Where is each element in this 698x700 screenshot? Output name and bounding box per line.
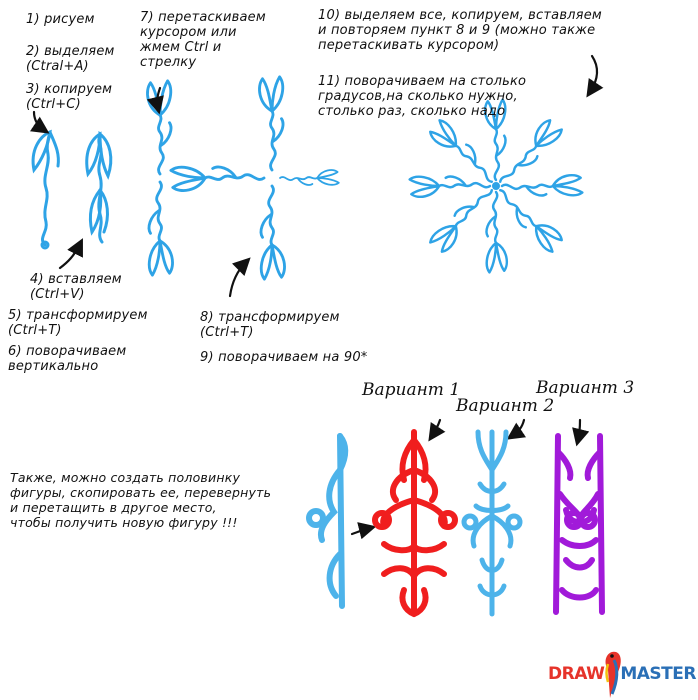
variant-1-label: Вариант 1	[362, 380, 461, 400]
half-figure	[306, 433, 349, 609]
arrow-bottom-note	[350, 522, 377, 540]
step-2-text: 2) выделяем (Ctral+A)	[26, 44, 115, 74]
step-7-text: 7) перетаскиваем курсором или жмем Ctrl …	[140, 10, 266, 70]
snowflake-figure	[408, 98, 584, 274]
mirrored-figure	[85, 130, 113, 244]
arrows	[29, 54, 604, 540]
step-5-text: 5) трансформируем (Ctrl+T)	[8, 308, 148, 338]
step-3-text: 3) копируем (Ctrl+C)	[26, 82, 113, 112]
variant-2-figure	[461, 429, 523, 617]
arrow-step10	[586, 54, 604, 98]
step-6-text: 6) поворачиваем вертикально	[8, 344, 127, 374]
arrow-variant2	[506, 418, 527, 440]
step-1-text: 1) рисуем	[26, 12, 95, 27]
variant-3-label: Вариант 3	[536, 378, 635, 398]
step-10-text: 10) выделяем все, копируем, вставляем и …	[318, 8, 602, 53]
step-8-text: 8) трансформируем (Ctrl+T)	[200, 310, 340, 340]
arrow-variant3	[572, 418, 590, 447]
step-9-text: 9) поворачиваем на 90*	[200, 350, 368, 365]
brand-part-1: DRAW	[548, 664, 605, 684]
arrow-step7	[146, 86, 164, 115]
bottom-note-text: Также, можно создать половинку фигуры, с…	[10, 470, 272, 530]
brand-logo: DRAW MASTER.RU	[548, 664, 698, 684]
parrot-logo-icon	[605, 651, 621, 698]
cross-figure	[169, 75, 340, 281]
arrow-step4	[58, 238, 83, 270]
arrow-variant1	[428, 418, 446, 442]
variant-2-label: Вариант 2	[456, 396, 555, 416]
step-11-text: 11) поворачиваем на столько градусов,на …	[318, 74, 527, 119]
variant-1-figure	[372, 429, 458, 618]
variant-3-figure	[553, 433, 605, 615]
left-vertical-figure	[146, 79, 174, 277]
step-4-text: 4) вставляем (Ctrl+V)	[30, 272, 122, 302]
brand-part-2: MASTER.RU	[620, 664, 698, 684]
arrow-step8	[228, 257, 251, 298]
single-figure	[31, 129, 60, 250]
arrow-step3	[29, 110, 50, 134]
